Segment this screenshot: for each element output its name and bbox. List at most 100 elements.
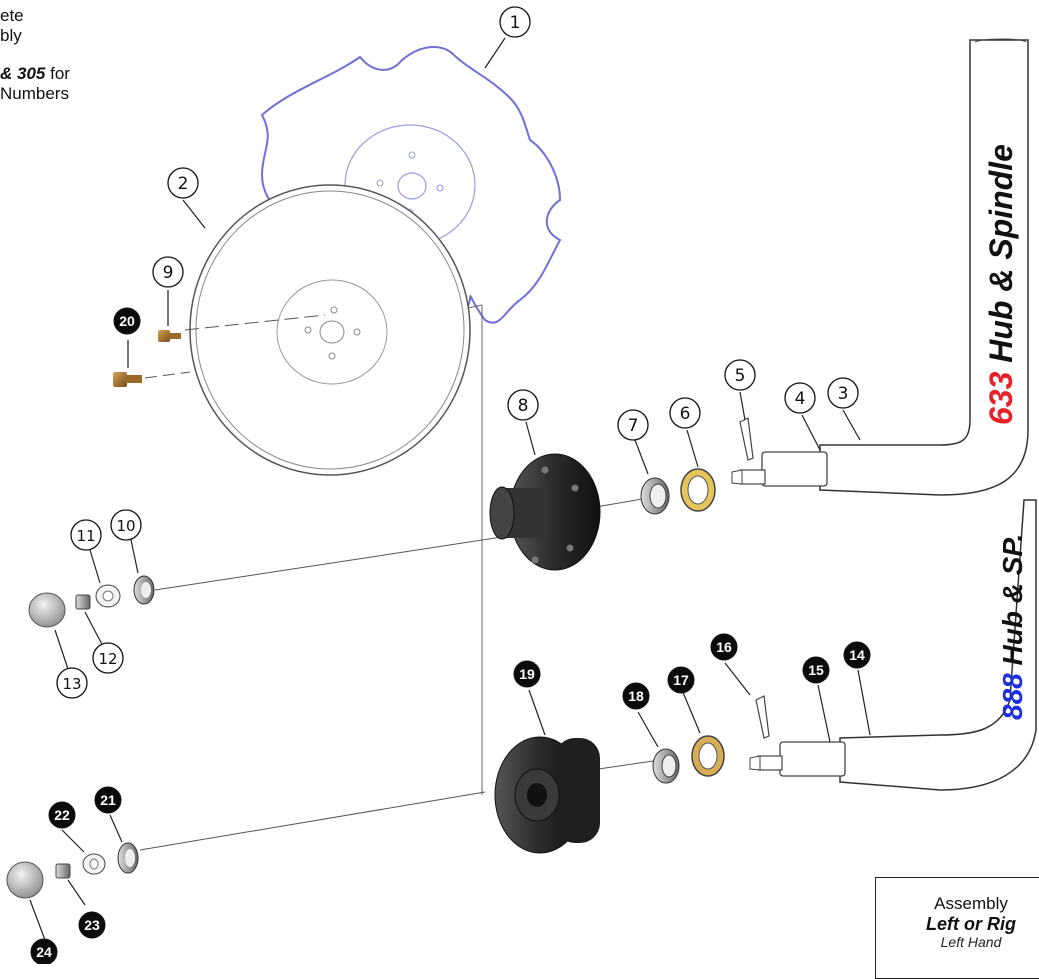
callout-circle [78,911,106,939]
hub633-text: Hub & Spindle [983,144,1019,372]
callout-circle [669,397,701,429]
note-for: for [45,64,70,83]
bearing-21 [117,842,139,874]
note-line-3: & 305 for [0,64,70,84]
callout-number: 6 [680,404,691,424]
callout-number: 23 [84,917,100,933]
hub-spindle-888-label: 888 Hub & SP. [997,534,1028,720]
callout-circle [507,389,539,421]
assembly-line-1: Assembly [934,894,1008,913]
callout-18: 18 [622,682,650,710]
bearing-7 [640,477,670,515]
callout-number: 22 [54,807,70,823]
cotter-pin-16 [755,695,770,739]
hub633-number: 633 [983,371,1019,425]
callout-circle [94,786,122,814]
callout-17: 17 [667,666,695,694]
callout-number: 21 [100,792,116,808]
nut-23 [55,863,71,879]
callout-7: 7 [617,409,649,441]
spindle-888 [749,499,1037,791]
callout-13: 13 [56,667,88,699]
callout-circle [70,519,102,551]
callout-circle [667,666,695,694]
callout-6: 6 [669,397,701,429]
note-part-numbers: & 305 [0,64,46,83]
hub-19 [494,736,600,854]
assembly-line-2: Left or Rig [926,914,1016,934]
spindle-633 [731,38,1029,496]
callout-21: 21 [94,786,122,814]
center-lines [139,314,661,851]
callout-number: 11 [76,527,95,545]
callout-circle [513,660,541,688]
callout-circle [617,409,649,441]
callout-19: 19 [513,660,541,688]
callout-11: 11 [70,519,102,551]
washer-22 [82,853,106,875]
callout-number: 19 [519,666,535,682]
hub-spindle-633-label: 633 Hub & Spindle [983,144,1019,425]
callout-number: 9 [163,263,174,283]
callout-23: 23 [78,911,106,939]
callout-circle [710,633,738,661]
callout-number: 17 [673,672,689,688]
plain-disc-blade [189,184,471,476]
callout-circle [167,167,199,199]
callout-circle [110,509,142,541]
note-line-1: ete [0,6,24,25]
callout-number: 18 [628,688,644,704]
callout-14: 14 [843,641,871,669]
callout-16: 16 [710,633,738,661]
callout-circle [113,307,141,335]
hub-8 [489,453,601,571]
bearing-10 [133,575,155,605]
callout-number: 8 [518,396,529,416]
bolt-20 [113,372,142,387]
cap-13 [28,592,66,628]
callout-number: 24 [36,944,52,960]
callout-circle [802,656,830,684]
callout-number: 14 [849,647,865,663]
seal-17 [691,735,725,777]
leader-lines [29,37,871,941]
callout-number: 13 [62,675,81,693]
svg-text:633 Hub & Spindle: 633 Hub & Spindle [983,144,1019,425]
svg-text:888 Hub & SP.: 888 Hub & SP. [997,534,1028,720]
cotter-pin-5 [739,417,754,461]
callout-8: 8 [507,389,539,421]
callout-12: 12 [92,642,124,674]
callout-circle [152,256,184,288]
callout-number: 12 [98,650,117,668]
callout-2: 2 [167,167,199,199]
callout-24: 24 [30,938,58,966]
callout-circle [56,667,88,699]
callout-number: 15 [808,662,824,678]
callout-circle [724,359,756,391]
callout-number: 7 [628,416,639,436]
callout-number: 16 [716,639,732,655]
callout-9: 9 [152,256,184,288]
hub888-text: Hub & SP. [997,534,1028,674]
callout-22: 22 [48,801,76,829]
callout-circle [622,682,650,710]
callout-number: 10 [116,517,135,535]
bearing-18 [652,748,680,784]
assembly-line-3: Left Hand [940,934,1002,950]
callout-10: 10 [110,509,142,541]
callout-circle [92,642,124,674]
callout-number: 1 [510,13,521,33]
callout-circle [48,801,76,829]
callout-5: 5 [724,359,756,391]
callout-1: 1 [499,6,531,38]
note-line-2: bly [0,26,22,45]
callout-number: 5 [735,366,746,386]
callout-circle [827,377,859,409]
callout-number: 4 [795,389,806,409]
note-line-4: Numbers [0,84,69,103]
callout-20: 20 [113,307,141,335]
callout-number: 20 [119,313,135,329]
